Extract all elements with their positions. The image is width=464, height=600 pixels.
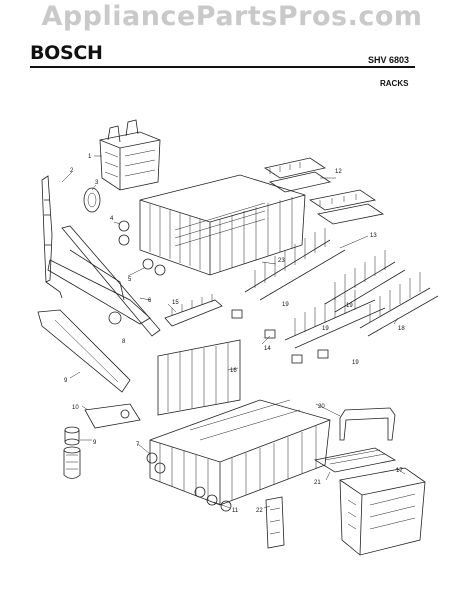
part-basket-handle[interactable] (339, 407, 396, 441)
header-rule (30, 66, 415, 68)
watermark-text: AppliancePartsPros.com (41, 1, 423, 32)
part-lower-rack[interactable] (149, 399, 331, 506)
part-folding-rack[interactable] (157, 339, 241, 416)
part-upper-rollers[interactable] (118, 220, 166, 276)
callout-8: 8 (122, 339, 126, 345)
brand-logo: BOSCH (30, 42, 103, 64)
part-cutlery-basket-large[interactable] (313, 447, 426, 556)
part-lower-wheels[interactable] (146, 452, 232, 512)
callout-18: 18 (398, 326, 405, 332)
section-title: RACKS (380, 79, 409, 88)
callout-9-a: 9 (64, 378, 68, 384)
part-tine-racks[interactable] (244, 228, 406, 349)
callout-leaders (61, 155, 406, 509)
part-upper-rack[interactable] (139, 174, 306, 276)
callout-23: 23 (278, 258, 285, 264)
part-filter-cylinder[interactable] (63, 426, 81, 479)
part-spray-tube[interactable] (41, 175, 63, 299)
part-spray-arm-lower[interactable] (47, 259, 151, 325)
callout-2: 2 (70, 168, 74, 174)
callout-19-d: 19 (352, 360, 359, 366)
callout-17: 17 (396, 468, 403, 474)
callout-9-b: 9 (93, 440, 97, 446)
callout-19-c: 19 (346, 303, 353, 309)
callout-15: 15 (172, 300, 179, 306)
callout-21: 21 (314, 480, 321, 486)
callout-10: 10 (72, 405, 79, 411)
callout-7: 7 (136, 442, 140, 448)
part-tine-rack-18[interactable] (359, 272, 439, 337)
callout-14: 14 (264, 346, 271, 352)
model-number: SHV 6803 (368, 55, 410, 65)
part-filter-plate[interactable] (84, 403, 141, 429)
part-small-basket[interactable] (265, 496, 285, 549)
callout-16: 16 (230, 368, 237, 374)
callout-19-a: 19 (282, 302, 289, 308)
callout-5: 5 (128, 277, 132, 283)
callout-1: 1 (88, 154, 92, 160)
part-cup-shelves[interactable] (263, 157, 385, 225)
callout-12: 12 (335, 169, 342, 175)
part-cutlery-basket-small[interactable] (99, 119, 161, 191)
part-lower-spray-arm[interactable] (37, 309, 131, 393)
callout-4: 4 (110, 216, 114, 222)
callout-3: 3 (95, 180, 99, 186)
callout-19-b: 19 (322, 326, 329, 332)
callout-6: 6 (148, 298, 152, 304)
part-small-tine-rack[interactable] (164, 294, 223, 327)
part-upper-spray-arm[interactable] (61, 225, 161, 337)
callout-11: 11 (232, 508, 239, 514)
part-filter-disc[interactable] (83, 187, 101, 213)
callout-20: 20 (318, 404, 325, 410)
part-rack-clips[interactable] (231, 309, 329, 364)
callout-13: 13 (370, 233, 377, 239)
callout-22: 22 (256, 508, 263, 514)
callout-numbers: 1 2 3 4 5 6 7 8 9 9 10 11 12 13 14 15 16… (64, 154, 405, 514)
